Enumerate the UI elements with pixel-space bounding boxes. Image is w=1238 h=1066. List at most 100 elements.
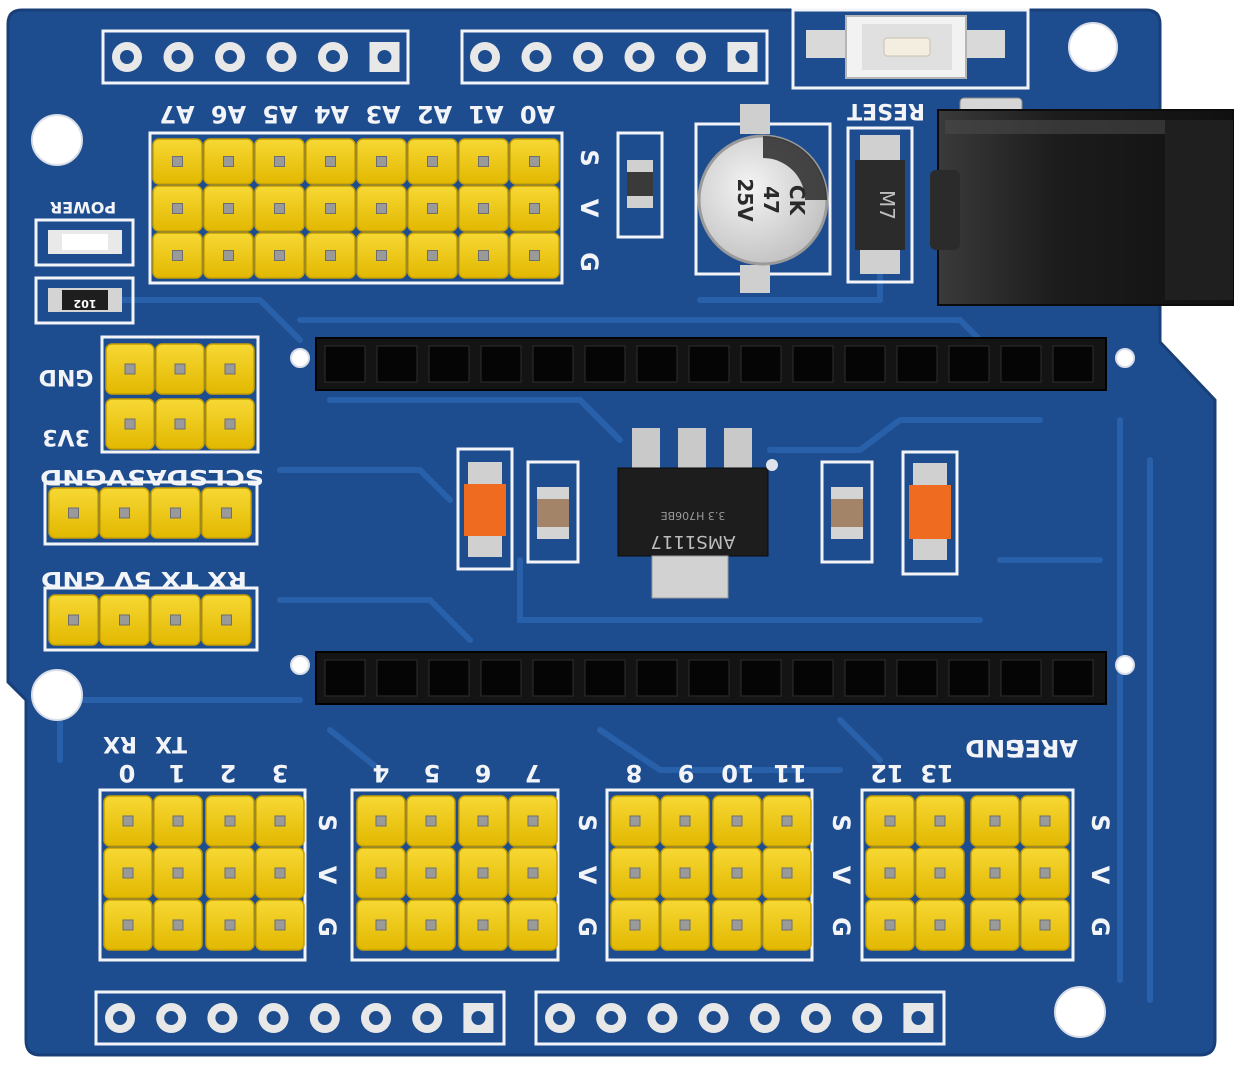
digital-header-block	[103, 795, 203, 951]
pin-hole	[470, 42, 500, 72]
mounting-hole	[31, 669, 83, 721]
analog-pin-label: A2	[417, 100, 452, 128]
3v3-header	[105, 398, 255, 450]
electrolytic-capacitor	[694, 104, 832, 293]
smd-resistor-102	[34, 276, 135, 325]
svg-row-label: S	[575, 149, 603, 166]
resistor-code-label: 102	[74, 297, 97, 310]
pin-hole	[309, 1003, 340, 1033]
capacitor-label-47: 47	[759, 186, 783, 214]
digital-header-block	[205, 795, 305, 951]
digital-pin-label: 12	[870, 759, 903, 787]
digital-pin-label: 8	[626, 759, 643, 787]
analog-pin-label: A4	[314, 100, 349, 128]
smd-resistor	[616, 131, 664, 239]
analog-header-block	[152, 138, 560, 279]
pin-hole	[163, 42, 194, 72]
pin-hole	[258, 1003, 289, 1033]
analog-pin-label: A7	[159, 100, 194, 128]
pin-hole	[105, 1003, 135, 1033]
pin-hole	[727, 42, 758, 72]
digital-pin-label: 9	[678, 759, 695, 787]
power-led	[34, 218, 135, 267]
digital-pin-label: 13	[920, 759, 953, 787]
svg-row-label: G	[1086, 917, 1114, 937]
diode	[846, 126, 914, 284]
digital-header-block	[458, 795, 558, 951]
analog-pin-label: A0	[520, 100, 555, 128]
svg-row-label: S	[1086, 814, 1114, 831]
mounting-hole	[1054, 986, 1106, 1038]
i2c-label: SCLSDA5VGND	[40, 465, 264, 489]
svg-row-label: G	[827, 917, 855, 937]
voltage-regulator	[617, 428, 778, 599]
digital-pin-label: 0	[119, 759, 136, 787]
smd-capacitor-left	[526, 460, 580, 564]
svg-row-label: S	[573, 814, 601, 831]
svg-row-label: V	[573, 866, 601, 885]
pin-hole	[521, 42, 552, 72]
digital-pin-label: AREF	[1008, 734, 1078, 762]
digital-pin-label: 4	[373, 759, 390, 787]
pin-hole	[698, 1003, 729, 1033]
reset-button	[791, 8, 1030, 90]
digital-header-block	[865, 795, 965, 951]
gnd-label: GND	[39, 364, 94, 389]
uart-label: RX TX 5V GND	[41, 567, 247, 591]
svg-row-label: S	[313, 814, 341, 831]
pin-hole	[647, 1003, 678, 1033]
digital-pin-label: 2	[220, 759, 237, 787]
nano-socket[interactable]	[315, 337, 1107, 391]
svg-row-label: V	[1086, 866, 1114, 885]
pin-hole	[215, 42, 245, 72]
pin-hole	[573, 42, 603, 72]
digital-header-block	[712, 795, 812, 951]
pin-hole	[463, 1003, 494, 1033]
analog-pin-row	[101, 29, 410, 85]
pin-hole	[903, 1003, 934, 1033]
digital-pin-label: 5	[424, 759, 441, 787]
dc-power-jack	[930, 97, 1234, 306]
svg-row-label: V	[827, 866, 855, 885]
regulator-sublabel: 3.3 H706BE	[661, 509, 726, 522]
digital-pin-label: 7	[525, 759, 542, 787]
smd-capacitor-right	[820, 460, 874, 564]
i2c-header	[48, 487, 252, 539]
pin-hole	[156, 1003, 187, 1033]
mounting-hole	[1068, 22, 1118, 72]
digital-header-block	[356, 795, 456, 951]
digital-header-block	[610, 795, 710, 951]
pin-hole	[361, 1003, 391, 1033]
rx-label: RX	[103, 731, 137, 756]
uart-header	[48, 594, 252, 646]
pin-hole	[207, 1003, 238, 1033]
capacitor-label-25v: 25V	[733, 178, 757, 222]
power-label: POWER	[50, 198, 116, 217]
digital-pin-label: 10	[721, 759, 754, 787]
pin-hole	[801, 1003, 831, 1033]
pin-hole	[545, 1003, 575, 1033]
pin-hole	[749, 1003, 780, 1033]
power-pin-row	[460, 29, 769, 85]
pin-hole	[852, 1003, 883, 1033]
digital-header-block	[970, 795, 1070, 951]
svg-row-label: G	[573, 917, 601, 937]
diode-label: M7	[875, 190, 899, 220]
tantalum-capacitor-right	[901, 450, 959, 576]
svg-row-label: G	[575, 252, 603, 272]
svg-row-label: S	[827, 814, 855, 831]
analog-pin-label: A1	[468, 100, 503, 128]
svg-row-label: V	[575, 199, 603, 218]
pin-hole	[624, 42, 655, 72]
pin-hole	[369, 42, 400, 72]
digital-pin-label: GND	[965, 734, 1025, 762]
pin-hole	[318, 42, 348, 72]
digital-pin-label: 1	[169, 759, 186, 787]
pin-hole	[412, 1003, 443, 1033]
pin-hole	[266, 42, 297, 72]
digital-pin-label: 6	[475, 759, 492, 787]
tantalum-capacitor-left	[456, 447, 514, 571]
nano-socket[interactable]	[315, 651, 1107, 705]
capacitor-label-ck: CK	[785, 185, 809, 217]
